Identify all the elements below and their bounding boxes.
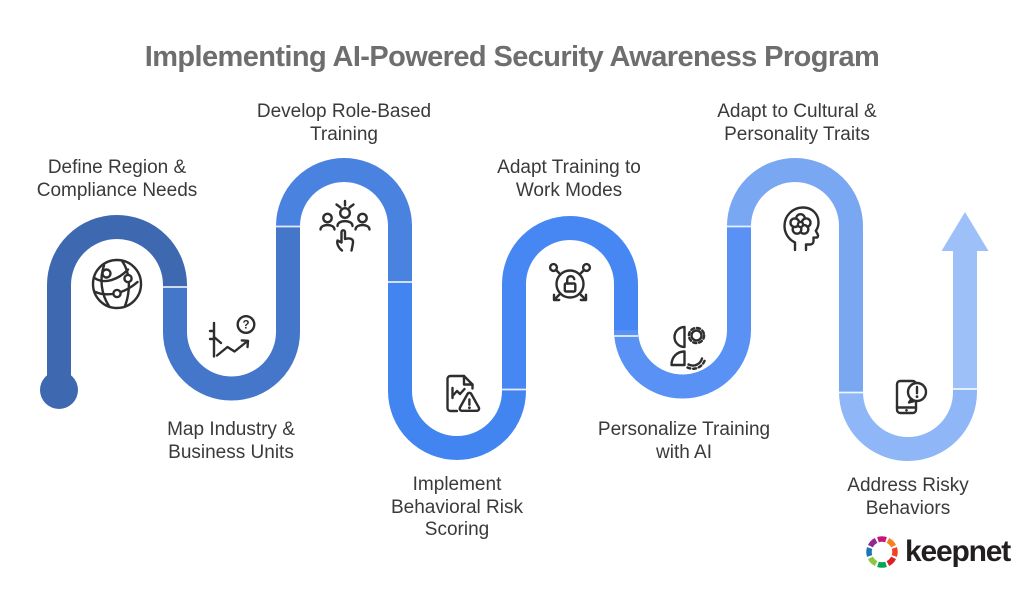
brand-wordmark: keepnet [905,535,1011,568]
step-label-risky-behaviors: Address Risky Behaviors [847,475,969,519]
phone-alert-icon [895,379,928,415]
network-globe-icon [91,258,143,310]
segment-seams [163,225,977,394]
growth-chart-question-icon: ? [208,314,256,358]
step-label-map-industry: Map Industry & Business Units [167,419,295,463]
svg-text:?: ? [242,320,249,332]
network-unlock-icon [548,262,592,302]
path-segment-4 [388,282,526,460]
step-label-work-modes: Adapt Training to Work Modes [497,157,641,201]
step-label-role-based: Develop Role-Based Training [256,101,432,145]
page-title: Implementing AI-Powered Security Awarene… [144,41,880,73]
document-risk-alert-icon [446,374,481,413]
keepnet-pinwheel-icon [866,536,898,568]
path-segment-8 [839,389,977,461]
step-label-cultural-traits: Adapt to Cultural & Personality Traits [717,101,877,145]
person-gears-icon [670,325,707,370]
step-label-define-region: Define Region & Compliance Needs [36,157,198,201]
path-segment-6 [614,226,751,399]
path-segment-2 [163,226,300,401]
path-segment-5 [502,216,638,389]
audience-selection-icon [319,199,371,252]
step-label-personalize-ai: Personalize Training with AI [597,419,771,463]
path-segment-7 [727,158,863,392]
step-label-behavioral-risk: Implement Behavioral Risk Scoring [391,474,523,540]
flow-arrow-head [941,212,989,251]
brand-logo: keepnet [862,532,1011,572]
head-mind-icon [783,206,820,252]
path-segment-1 [47,215,187,392]
path-segment-3 [276,158,412,282]
